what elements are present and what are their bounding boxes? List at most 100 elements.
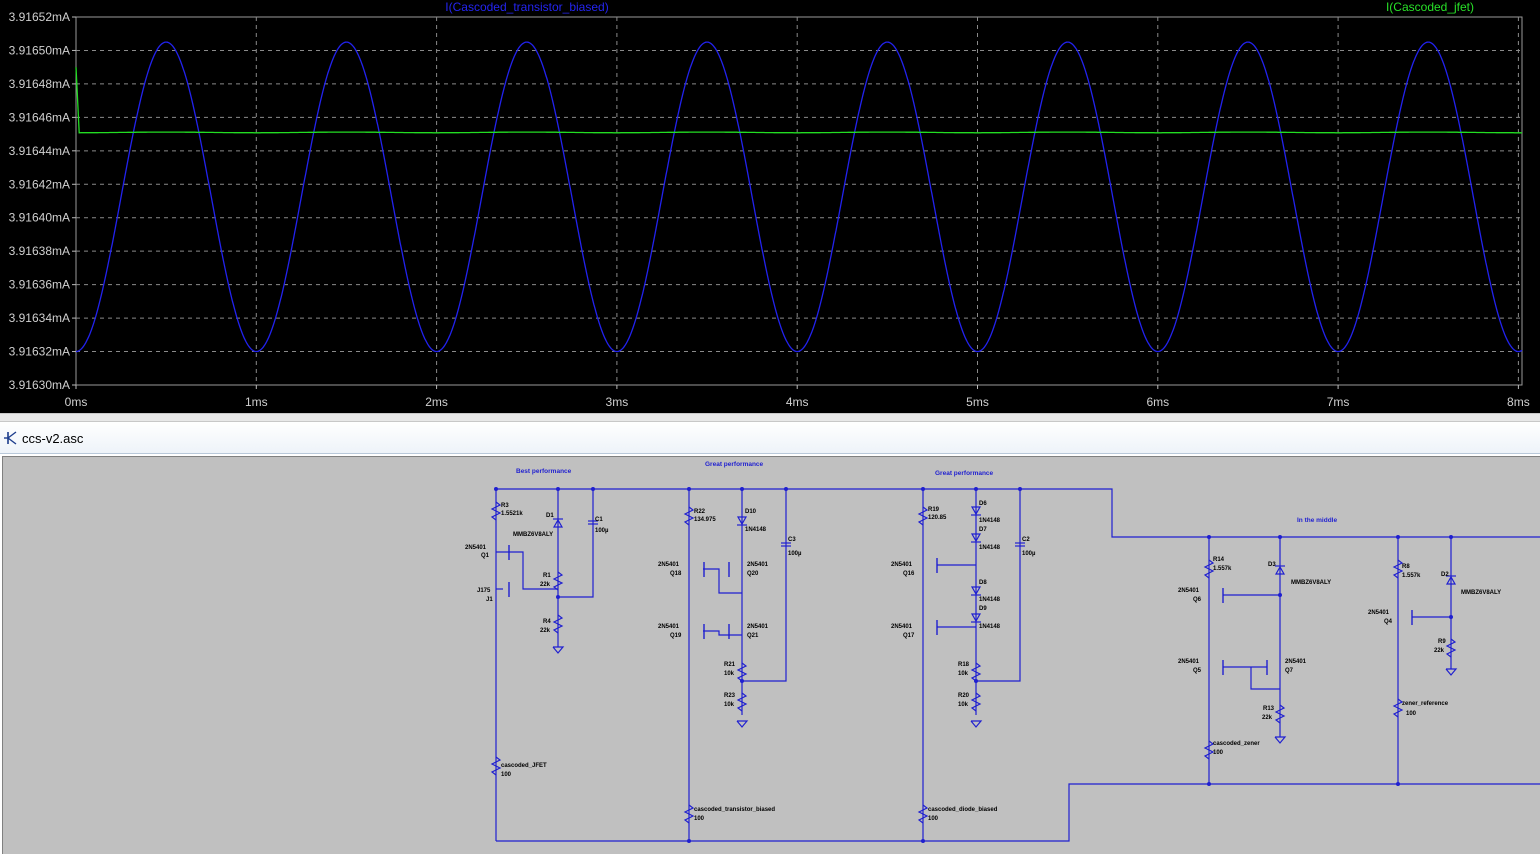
transistor-symbols xyxy=(508,545,1413,675)
series-cascoded-transistor-biased xyxy=(76,41,1523,353)
svg-text:Q17: Q17 xyxy=(903,633,915,639)
y-axis-ticks: 3.91630mA3.91632mA3.91634mA3.91636mA3.91… xyxy=(9,10,76,392)
svg-text:100µ: 100µ xyxy=(788,551,802,557)
wire-s2-cap xyxy=(742,489,787,682)
svg-text:D1: D1 xyxy=(546,513,554,519)
svg-text:cascoded_zener: cascoded_zener xyxy=(1213,741,1260,747)
svg-text:2N5401: 2N5401 xyxy=(1178,659,1200,665)
svg-text:MMBZ6V8ALY: MMBZ6V8ALY xyxy=(1461,590,1501,596)
svg-text:2N5401: 2N5401 xyxy=(658,624,680,630)
svg-text:R21: R21 xyxy=(724,662,736,668)
svg-text:Q6: Q6 xyxy=(1193,597,1202,603)
schematic-canvas[interactable]: Best performance Great performance Great… xyxy=(2,456,1540,854)
plot-series xyxy=(75,41,1523,353)
schematic-icon xyxy=(4,431,17,445)
svg-text:R22: R22 xyxy=(694,509,706,515)
svg-text:1N4148: 1N4148 xyxy=(979,545,1001,551)
waveform-plot[interactable]: 3.91630mA3.91632mA3.91634mA3.91636mA3.91… xyxy=(0,0,1540,413)
svg-text:C3: C3 xyxy=(788,537,796,543)
svg-text:D8: D8 xyxy=(979,580,987,586)
svg-text:R13: R13 xyxy=(1263,706,1275,712)
svg-text:C1: C1 xyxy=(595,517,603,523)
svg-text:D10: D10 xyxy=(745,509,757,515)
svg-text:R20: R20 xyxy=(958,693,970,699)
svg-text:C2: C2 xyxy=(1022,537,1030,543)
schematic-window-title: ccs-v2.asc xyxy=(22,431,84,446)
wire-top-rail xyxy=(496,488,1540,538)
trace-label-cascoded-transistor-biased[interactable]: I(Cascoded_transistor_biased) xyxy=(445,0,608,14)
y-tick-label: 3.91652mA xyxy=(9,10,70,24)
svg-text:Q21: Q21 xyxy=(747,633,759,639)
svg-text:R3: R3 xyxy=(501,503,509,509)
y-tick-label: 3.91636mA xyxy=(9,278,70,292)
svg-text:2N5401: 2N5401 xyxy=(891,562,913,568)
svg-text:cascoded_JFET: cascoded_JFET xyxy=(501,763,547,769)
svg-text:100: 100 xyxy=(694,816,705,822)
section-label-middle: In the middle xyxy=(1297,517,1337,524)
svg-text:100: 100 xyxy=(1213,750,1224,756)
wire-s2-q18 xyxy=(703,568,742,594)
svg-text:D9: D9 xyxy=(979,606,987,612)
svg-text:R14: R14 xyxy=(1213,557,1225,563)
svg-text:Q5: Q5 xyxy=(1193,668,1202,674)
svg-text:22k: 22k xyxy=(540,582,551,588)
section-label-great-1: Great performance xyxy=(705,461,764,468)
svg-text:1N4148: 1N4148 xyxy=(979,624,1001,630)
x-tick-label: 2ms xyxy=(425,395,448,409)
pane-splitter[interactable] xyxy=(0,413,1540,422)
svg-text:2N5401: 2N5401 xyxy=(747,562,769,568)
section-labels: Best performance Great performance Great… xyxy=(516,461,1337,524)
svg-text:100: 100 xyxy=(928,816,939,822)
svg-text:100µ: 100µ xyxy=(1022,551,1036,557)
y-tick-label: 3.91630mA xyxy=(9,378,70,392)
svg-text:100: 100 xyxy=(501,772,512,778)
wire-s1-cap-branch xyxy=(558,489,594,598)
svg-text:2N5401: 2N5401 xyxy=(1178,588,1200,594)
svg-text:1.557k: 1.557k xyxy=(1213,566,1232,572)
wire-bottom-rail xyxy=(496,783,1540,842)
svg-text:zener_reference: zener_reference xyxy=(1402,701,1449,707)
junction-dots xyxy=(494,487,1453,843)
svg-text:Q19: Q19 xyxy=(670,633,682,639)
svg-text:1.5521k: 1.5521k xyxy=(501,511,523,517)
svg-text:R19: R19 xyxy=(928,507,940,513)
svg-text:D6: D6 xyxy=(979,501,987,507)
svg-text:Q4: Q4 xyxy=(1384,619,1393,625)
svg-text:J175: J175 xyxy=(477,588,491,594)
svg-text:R8: R8 xyxy=(1402,564,1410,570)
svg-text:100: 100 xyxy=(1406,711,1417,717)
svg-text:22k: 22k xyxy=(1434,648,1445,654)
y-tick-label: 3.91642mA xyxy=(9,177,70,191)
svg-text:Q7: Q7 xyxy=(1285,668,1294,674)
section-label-great-2: Great performance xyxy=(935,470,994,477)
plot-grid xyxy=(75,16,1523,386)
svg-text:120.85: 120.85 xyxy=(928,515,947,521)
svg-text:2N5401: 2N5401 xyxy=(891,624,913,630)
svg-text:2N5401: 2N5401 xyxy=(1368,610,1390,616)
y-tick-label: 3.91640mA xyxy=(9,211,70,225)
ground-symbols xyxy=(552,646,1458,744)
x-tick-label: 6ms xyxy=(1146,395,1169,409)
svg-text:2N5401: 2N5401 xyxy=(465,545,487,551)
svg-text:R18: R18 xyxy=(958,662,970,668)
svg-text:MMBZ6V8ALY: MMBZ6V8ALY xyxy=(1291,580,1331,586)
svg-text:cascoded_diode_biased: cascoded_diode_biased xyxy=(928,807,998,813)
svg-text:22k: 22k xyxy=(540,628,551,634)
svg-text:D3: D3 xyxy=(1268,562,1276,568)
svg-text:Q20: Q20 xyxy=(747,571,759,577)
svg-text:10k: 10k xyxy=(724,671,735,677)
wire-s2-q19 xyxy=(703,630,742,636)
schematic-titlebar[interactable]: ccs-v2.asc xyxy=(0,422,1540,454)
diode-symbols xyxy=(552,506,1457,623)
capacitor-symbols xyxy=(588,520,1025,547)
svg-text:10k: 10k xyxy=(958,671,969,677)
schematic-window: ccs-v2.asc xyxy=(0,422,1540,854)
svg-text:22k: 22k xyxy=(1262,715,1273,721)
trace-label-cascoded-jfet[interactable]: I(Cascoded_jfet) xyxy=(1386,0,1474,14)
svg-text:J1: J1 xyxy=(486,597,493,603)
svg-text:R4: R4 xyxy=(543,619,551,625)
plot-frame xyxy=(75,16,1523,386)
svg-text:10k: 10k xyxy=(724,702,735,708)
svg-text:2N5401: 2N5401 xyxy=(747,624,769,630)
